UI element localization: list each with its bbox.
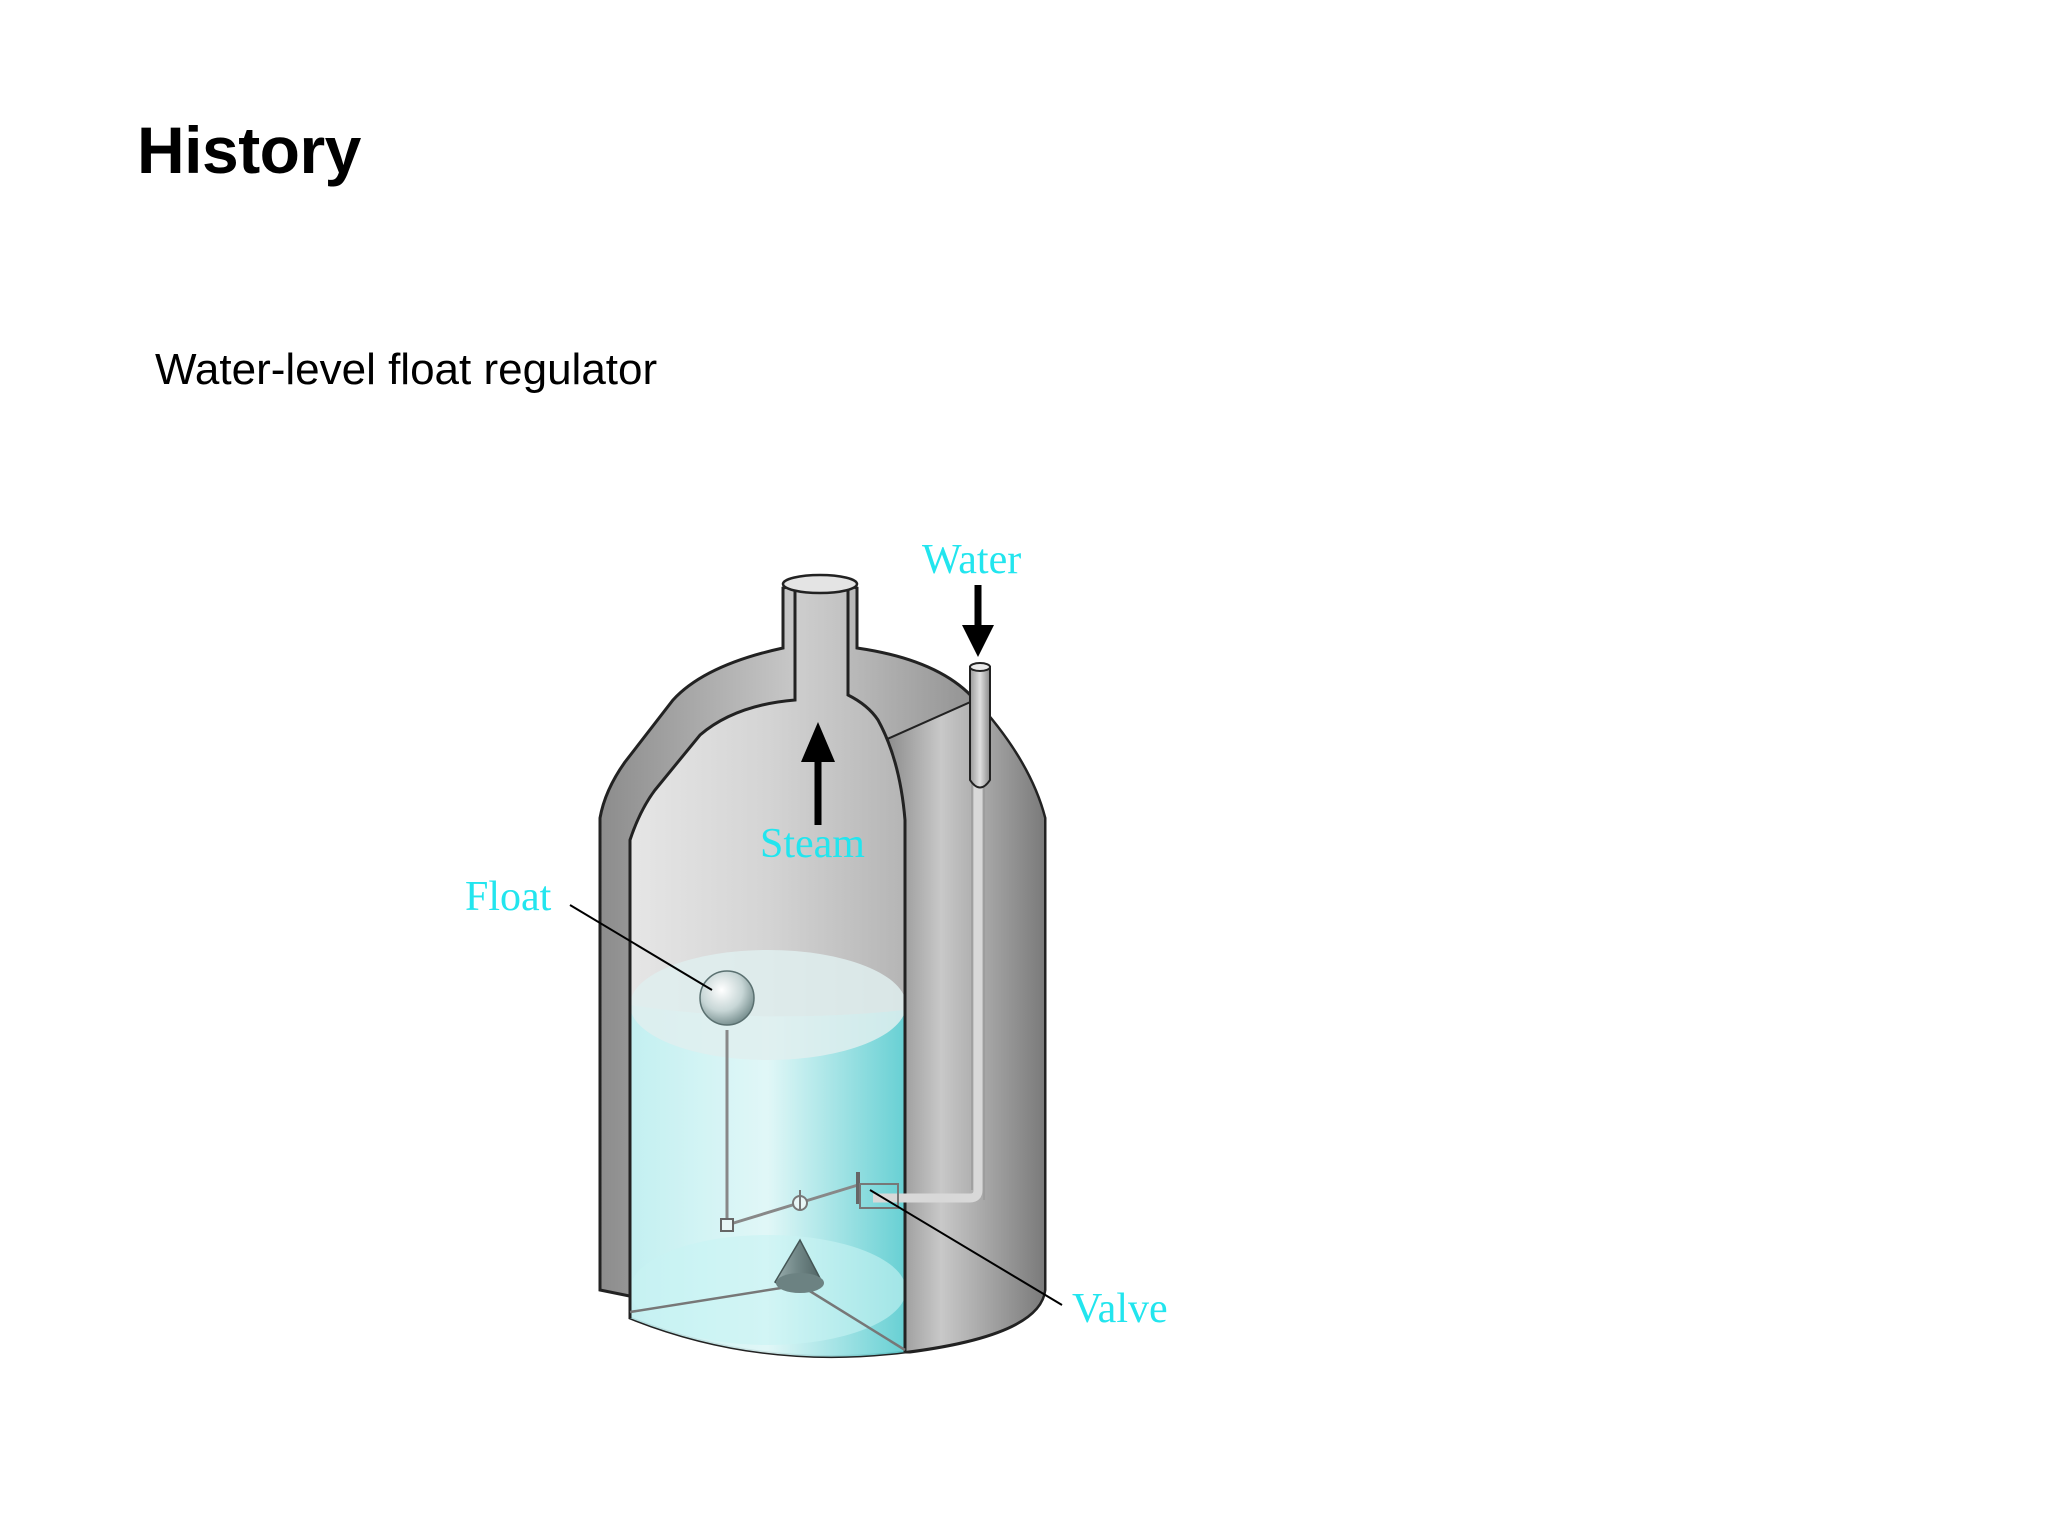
steam-arrow <box>801 722 835 825</box>
feed-water-inlet <box>969 666 991 789</box>
slide-title: History <box>137 113 361 187</box>
water-label: Water <box>922 537 1021 583</box>
steam-label: Steam <box>760 821 865 867</box>
tank-right-wall <box>883 698 1046 1354</box>
water-surface <box>630 950 906 1060</box>
feed-water-pipe <box>873 672 983 1203</box>
float-label: Float <box>465 874 552 920</box>
water-arrow <box>962 585 994 657</box>
float-leader-line <box>569 904 713 991</box>
valve-body <box>859 1183 899 1209</box>
steam-outlet-top <box>781 573 859 595</box>
lever-joint <box>720 1218 734 1232</box>
valve-leader-line <box>869 1189 1063 1306</box>
valve-label: Valve <box>1072 1286 1168 1332</box>
float-ball <box>699 970 755 1026</box>
slide-subtitle: Water-level float regulator <box>155 345 658 394</box>
